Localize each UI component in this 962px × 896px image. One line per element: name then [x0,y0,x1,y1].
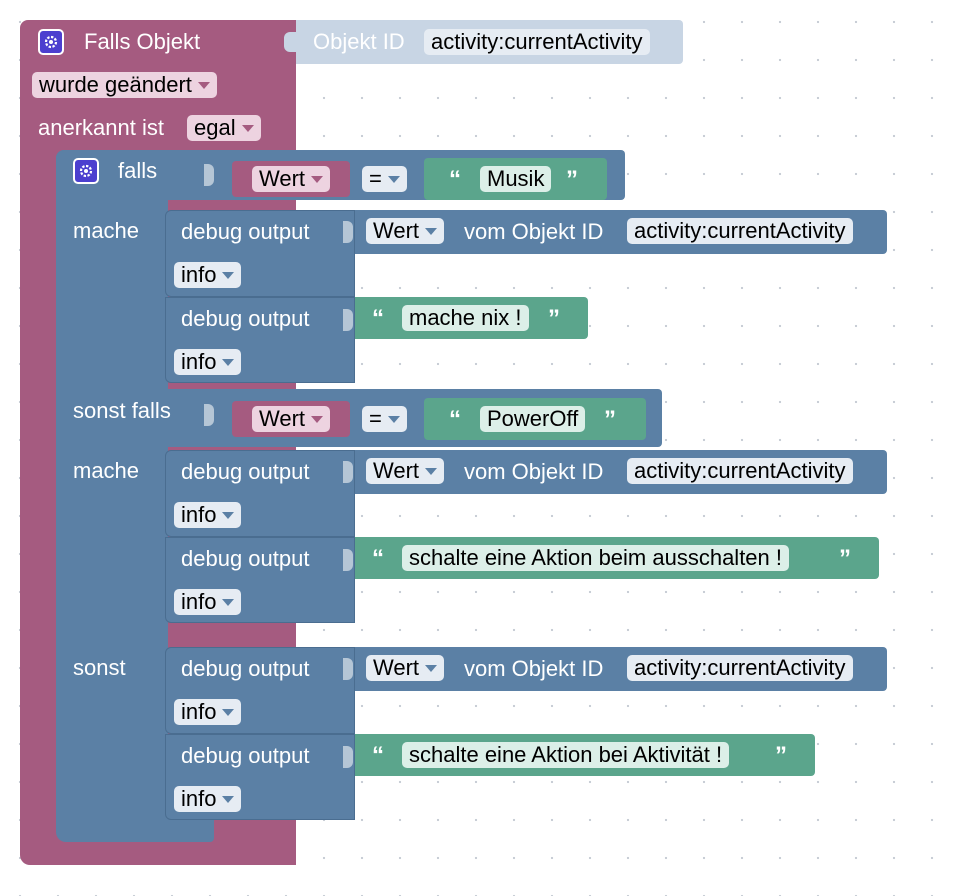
chevron-down-icon [197,81,210,89]
chevron-down-icon [387,175,400,183]
debug-output-label: debug output [181,219,310,244]
level-dropdown[interactable]: info [174,502,242,528]
input-socket [343,461,353,483]
ack-dropdown[interactable]: egal [187,115,261,141]
value-dropdown[interactable]: Wert [252,406,331,432]
operator-dropdown[interactable]: = [362,166,407,192]
from-object-label: vom Objekt ID [464,459,604,484]
chevron-down-icon [222,358,235,366]
quote-close-icon: ” [604,406,616,433]
object-id-field[interactable]: activity:currentActivity [627,655,853,681]
input-socket [204,404,214,426]
quote-close-icon: ” [548,305,560,332]
quote-open-icon: “ [372,545,384,572]
text-value[interactable]: mache nix ! [402,305,529,331]
do-label-2: mache [73,458,140,483]
level-text: info [181,349,217,374]
do-label-1: mache [73,218,140,243]
trigger-value: wurde geändert [39,72,192,97]
chevron-down-icon [387,415,400,423]
chevron-down-icon [311,415,324,423]
level-dropdown[interactable]: info [174,262,242,288]
chevron-down-icon [222,511,235,519]
object-id-field[interactable]: activity:currentActivity [627,458,853,484]
quote-close-icon: ” [839,545,851,572]
level-dropdown[interactable]: info [174,699,242,725]
ack-label: anerkannt ist [38,115,164,140]
level-text: info [181,589,217,614]
quote-close-icon: ” [775,742,787,769]
input-socket [204,164,214,186]
debug-output-block[interactable] [165,647,355,734]
gear-icon[interactable] [73,158,99,184]
value-dropdown[interactable]: Wert [252,166,331,192]
debug-output-label: debug output [181,656,310,681]
chevron-down-icon [222,271,235,279]
chevron-down-icon [425,467,438,475]
quote-open-icon: “ [449,166,461,193]
level-dropdown[interactable]: info [174,349,242,375]
value-dropdown-text: Wert [373,458,420,483]
debug-output-label: debug output [181,743,310,768]
chevron-down-icon [311,175,324,183]
value-dropdown-text: Wert [373,218,420,243]
operator-text: = [369,166,382,191]
quote-open-icon: “ [449,406,461,433]
quote-close-icon: ” [566,166,578,193]
value-dropdown[interactable]: Wert [366,655,445,681]
value-dropdown[interactable]: Wert [366,218,445,244]
text-value[interactable]: schalte eine Aktion beim ausschalten ! [402,545,790,571]
elseif-label: sonst falls [73,398,171,423]
value-dropdown-text: Wert [259,406,306,431]
chevron-down-icon [222,598,235,606]
input-socket [343,221,353,243]
debug-output-label: debug output [181,459,310,484]
chevron-down-icon [222,795,235,803]
text-value[interactable]: PowerOff [480,406,586,432]
level-text: info [181,699,217,724]
input-socket [343,746,353,768]
event-title: Falls Objekt [84,29,201,54]
level-dropdown[interactable]: info [174,786,242,812]
object-id-notch [284,32,296,52]
if-block[interactable] [56,150,168,840]
text-value[interactable]: schalte eine Aktion bei Aktivität ! [402,742,730,768]
input-socket [343,309,353,331]
debug-output-label: debug output [181,306,310,331]
quote-open-icon: “ [372,305,384,332]
value-dropdown-text: Wert [259,166,306,191]
value-dropdown[interactable]: Wert [366,458,445,484]
value-dropdown-text: Wert [373,655,420,680]
chevron-down-icon [425,227,438,235]
object-id-field[interactable]: activity:currentActivity [424,29,650,55]
object-id-label: Objekt ID [313,29,405,54]
level-text: info [181,502,217,527]
chevron-down-icon [425,664,438,672]
from-object-label: vom Objekt ID [464,656,604,681]
level-dropdown[interactable]: info [174,589,242,615]
input-socket [343,658,353,680]
gear-icon[interactable] [38,29,64,55]
text-value[interactable]: Musik [480,166,552,192]
operator-text: = [369,406,382,431]
from-object-label: vom Objekt ID [464,219,604,244]
object-id-field[interactable]: activity:currentActivity [627,218,853,244]
level-text: info [181,786,217,811]
else-label: sonst [73,655,126,680]
level-text: info [181,262,217,287]
input-socket [343,549,353,571]
ack-value: egal [194,115,236,140]
debug-output-label: debug output [181,546,310,571]
trigger-dropdown[interactable]: wurde geändert [32,72,217,98]
if-label: falls [118,158,158,183]
chevron-down-icon [222,708,235,716]
operator-dropdown[interactable]: = [362,406,407,432]
quote-open-icon: “ [372,742,384,769]
chevron-down-icon [241,124,254,132]
